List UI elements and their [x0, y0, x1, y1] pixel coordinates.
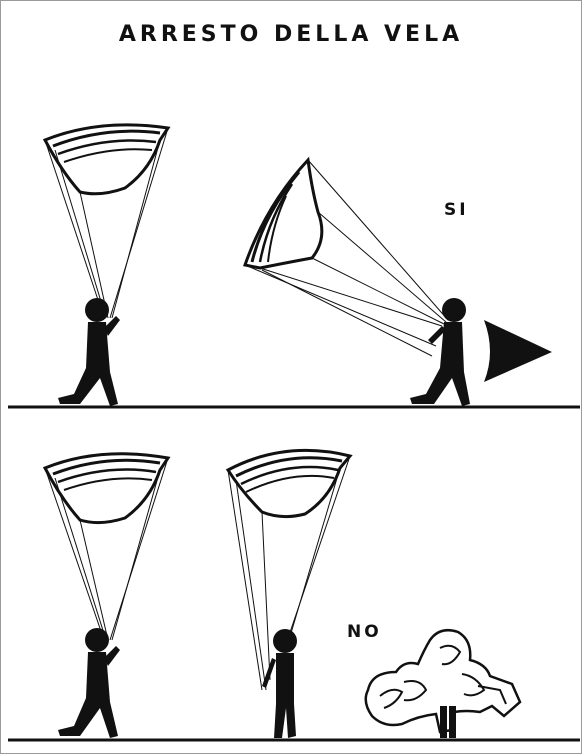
scene-top-right [245, 160, 552, 406]
correct-label: SI [444, 200, 469, 220]
incorrect-label: NO [347, 622, 382, 642]
scene-top-left [45, 125, 168, 406]
pilot-figure-icon [410, 298, 470, 406]
paraglider-wing-icon [228, 450, 350, 516]
direction-arrow-icon [484, 320, 552, 382]
pilot-figure-icon [58, 628, 120, 738]
scene-bottom-middle [228, 450, 350, 738]
scene-bottom-left [45, 454, 168, 738]
paraglider-wing-icon [45, 125, 168, 194]
pilot-figure-icon [262, 629, 297, 738]
paraglider-wing-icon [45, 454, 168, 523]
scene-bottom-right [366, 630, 520, 738]
paraglider-wing-icon [245, 160, 322, 268]
